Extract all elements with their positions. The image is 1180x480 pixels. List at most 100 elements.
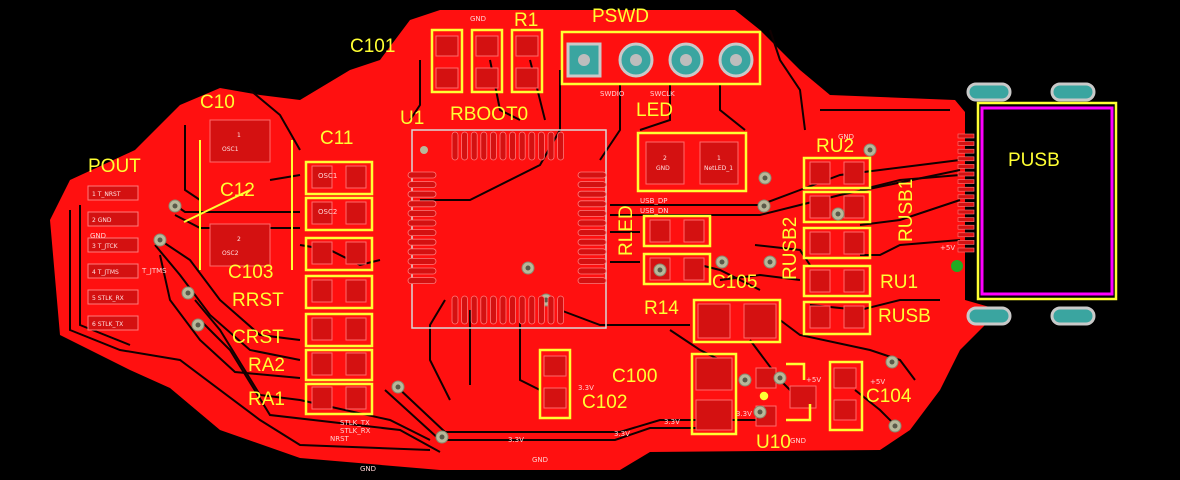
label-pusb: PUSB: [1008, 150, 1060, 171]
u1-pin-top: [480, 131, 488, 161]
pout-pin-pad: [87, 237, 139, 253]
smd-pad-right-3: [345, 279, 367, 303]
smd-pad-right-9: [843, 161, 865, 185]
via-hole-16: [767, 259, 773, 265]
smd-pad-top-0: [435, 35, 459, 57]
smd-pad-right-11: [843, 231, 865, 255]
smd-pad-right-4: [345, 317, 367, 341]
label-r1: R1: [514, 10, 538, 31]
outline-ra1: [304, 382, 374, 416]
net-label-tjtms: T_JTMS: [141, 267, 167, 275]
label-c11: C11: [320, 128, 353, 149]
net-label-3v3-bottom: 3.3V: [508, 436, 524, 444]
label-pout: POUT: [88, 156, 141, 177]
led-pad2-number: 2: [663, 155, 667, 162]
u10-pad-1: [755, 367, 777, 389]
u1-pin-right: [577, 229, 607, 237]
net-label-stlk-rx: STLK_RX: [340, 427, 371, 435]
copper-pour: [50, 10, 1000, 470]
outline-c104: [828, 360, 864, 432]
label-rrst: RRST: [232, 290, 284, 311]
net-label-swdio: SWDIO: [600, 90, 625, 98]
smd-pad-right-0: [345, 165, 367, 189]
outline-rboot0: [470, 28, 504, 94]
u1-pin-right: [577, 238, 607, 246]
smd-pad-left-1: [311, 201, 333, 225]
smd-pad-right-8: [683, 257, 705, 281]
u1-pin-right: [577, 200, 607, 208]
smd-pad-left-13: [809, 305, 831, 329]
outline-ru2: [802, 156, 872, 190]
pswd-pin2-hole: [630, 54, 642, 66]
net-label-osc2: OSC2: [318, 208, 337, 216]
pout-pin-pad: [87, 289, 139, 305]
net-label-gnd-right: GND: [838, 133, 854, 141]
outline-r14: [692, 298, 782, 344]
smd-pad-top-3: [543, 355, 567, 377]
u1-body-outline: [411, 129, 607, 329]
osc-divider-top: [183, 189, 251, 223]
usb-pin-pad: [957, 247, 975, 253]
usb-pin-pad: [957, 232, 975, 238]
osc1-pin-number: 1: [237, 132, 241, 139]
led-pads: 2 GND 1 NetLED_1: [645, 141, 739, 185]
net-label-3v3-u10: 3.3V: [736, 410, 752, 418]
net-label-gnd-top: GND: [470, 15, 486, 23]
label-rusb: RUSB: [878, 306, 931, 327]
outline-c101: [430, 28, 464, 94]
led-pad2-net: GND: [656, 165, 670, 172]
label-rboot0: RBOOT0: [450, 104, 528, 125]
u1-pin-bottom: [489, 295, 497, 325]
net-label-3v3-diag: 3.3V: [614, 430, 630, 438]
label-ra2: RA2: [248, 355, 285, 376]
u1-pin-top: [557, 131, 564, 161]
usb-pin-pad: [957, 202, 975, 207]
outline-ra2: [304, 348, 374, 382]
pout-pin-label: 6 STLK_TX: [92, 321, 123, 328]
u1-pin-bottom: [461, 295, 469, 325]
usb-pin-pad: [957, 224, 975, 230]
oscillator-pads: 1 OSC1 2 OSC2: [209, 119, 271, 267]
u1-pin-right: [577, 181, 607, 189]
pswd-pin1-hole: [578, 54, 590, 66]
usb-pin-pad: [957, 133, 975, 139]
outline-c12: [304, 196, 374, 232]
via-hole-15: [719, 259, 725, 265]
shield-pad-top-left: [966, 82, 1012, 102]
via-hole-5: [439, 434, 445, 440]
u1-pin-left: [407, 238, 437, 246]
label-u1: U1: [400, 108, 424, 129]
silkscreen-outlines: [304, 28, 1118, 436]
shield-pad-top-right: [1050, 82, 1096, 102]
u1-pin-left: [407, 229, 437, 237]
reference-designators: C101 R1 PSWD C10 U1 RBOOT0 C11 LED RU2 P…: [88, 6, 1060, 453]
u1-pin1-marker: [420, 146, 428, 154]
pswd-pin4-hole: [730, 54, 742, 66]
u1-pin-left: [407, 277, 437, 285]
pout-pin-label: 3 T_JTCK: [92, 243, 119, 250]
net-label-5v-c104: +5V: [870, 378, 885, 386]
smd-pad-right-2: [345, 241, 367, 265]
u1-pin-right: [577, 277, 607, 285]
u1-pin-right: [577, 190, 607, 198]
smd-pad-right-10: [843, 195, 865, 219]
label-u10: U10: [756, 432, 791, 453]
outline-c11: [304, 160, 374, 196]
u1-pin-left: [407, 219, 437, 227]
outline-crst: [304, 312, 374, 348]
u1-pin-bottom: [480, 295, 488, 325]
pswd-header: [566, 42, 754, 78]
smd-pad-bottom-3: [543, 387, 567, 409]
usb-pin-pad: [957, 141, 975, 146]
outline-rusb2a: [802, 190, 872, 224]
pout-pin-label: 2 GND: [92, 217, 112, 224]
outline-rled2: [642, 252, 712, 286]
outline-c100: [690, 352, 738, 436]
label-ra1: RA1: [248, 389, 285, 410]
outline-led: [636, 131, 748, 193]
u1-pin-bottom: [499, 295, 507, 325]
label-rusb2: RUSB2: [780, 217, 801, 280]
net-labels: GND GND GND GND GND GND 3.3V 3.3V 3.3V 3…: [90, 15, 955, 473]
pout-pin-label: 1 T_NRST: [92, 191, 121, 198]
outline-c103: [304, 236, 374, 272]
